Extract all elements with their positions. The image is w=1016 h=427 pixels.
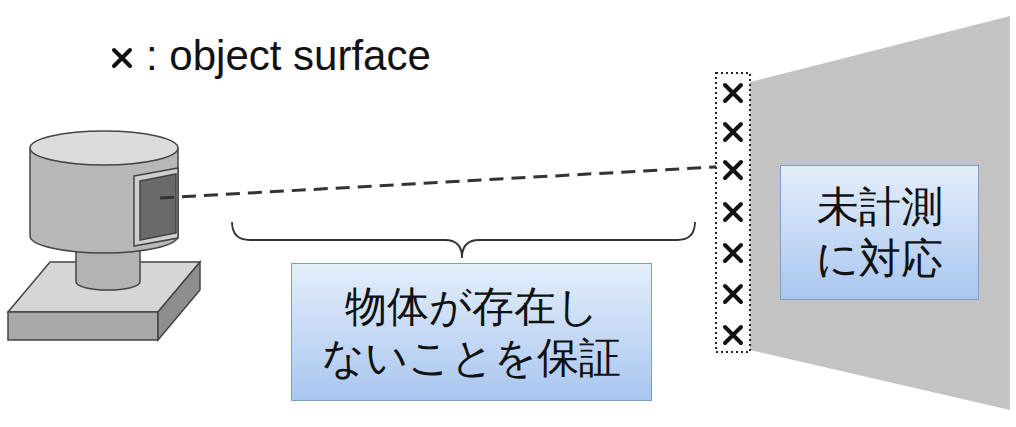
guarantee-box: 物体が存在し ないことを保証: [291, 263, 652, 401]
legend-text: : object surface: [146, 32, 431, 80]
surface-band: [716, 73, 750, 352]
unmeasured-region: [750, 16, 1010, 410]
unmeasured-box: 未計測 に対応: [780, 165, 979, 300]
laser-beam: [160, 166, 732, 198]
surface-points: [725, 85, 741, 343]
box-text: 物体が存在し ないことを保証: [304, 281, 639, 383]
legend-cross: [114, 50, 130, 66]
sensor-head: [30, 131, 178, 253]
box-text: 未計測 に対応: [793, 181, 966, 283]
range-brace: [232, 222, 695, 258]
